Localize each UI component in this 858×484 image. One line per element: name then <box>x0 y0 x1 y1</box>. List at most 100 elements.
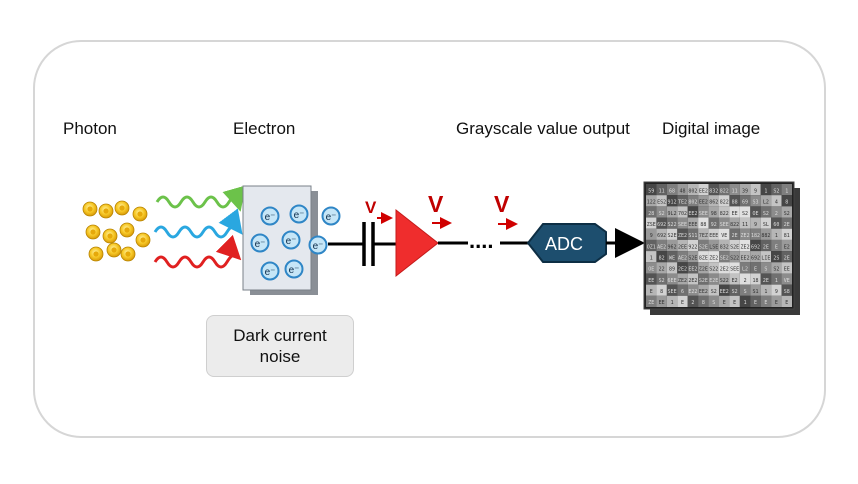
pixel-cell <box>656 195 667 207</box>
pixel-value: S <box>744 289 747 295</box>
electron-label: Electron <box>233 119 296 138</box>
pixel-cell <box>760 184 772 196</box>
pixel-value: 692 <box>751 255 760 261</box>
photon-core <box>93 251 99 257</box>
pixel-value: AE2 <box>657 244 666 250</box>
pixel-cell <box>687 184 699 196</box>
pixel-cell <box>719 251 730 263</box>
pixel-cell <box>646 284 657 296</box>
pixel-cell <box>687 239 699 252</box>
pixel-value: 1 <box>764 289 767 295</box>
pixel-cell <box>698 239 709 252</box>
electron <box>308 235 328 255</box>
electron <box>260 206 280 226</box>
pixel-value: 802 <box>688 200 697 206</box>
electron <box>250 233 270 253</box>
pixel-cell <box>739 273 751 285</box>
pixel-cell <box>698 295 709 307</box>
pixel-value: AE2 <box>678 255 687 261</box>
pixel-value: EE2 <box>741 255 750 261</box>
pixel-value: L2 <box>742 267 748 273</box>
pixel-value: EE2 <box>688 267 697 273</box>
pixel-cell <box>666 217 678 229</box>
pixel-cell <box>646 273 657 285</box>
pixel-cell <box>771 217 782 229</box>
pixel-value: S2 <box>711 289 717 295</box>
pixel-cell <box>666 284 678 296</box>
pixel-cell <box>708 262 719 274</box>
pixel-cell <box>666 228 678 240</box>
pixel-cell <box>771 262 782 274</box>
pixel-value: E <box>775 244 778 250</box>
pixel-value: E <box>754 300 757 306</box>
pixel-cell <box>646 262 657 274</box>
pixel-value: S22 <box>730 255 739 261</box>
pixel-cell <box>739 195 751 207</box>
pixel-value: 2E <box>784 222 790 228</box>
pixel-value: 9 <box>650 233 653 239</box>
pixel-cell <box>719 217 730 229</box>
pixel-value: 2EE <box>678 244 687 250</box>
pixel-cell <box>687 295 699 307</box>
pixel-value: SEE <box>699 211 708 217</box>
pixel-value: 68 <box>669 188 675 194</box>
pixel-value: ZE2 <box>678 233 687 239</box>
pixel-value: OE <box>648 267 654 273</box>
pixel-value: 832 <box>720 244 729 250</box>
pixel-value: S2 <box>773 188 779 194</box>
pixel-value: ES2 <box>657 200 666 206</box>
pixel-value: 88 <box>700 222 706 228</box>
pixel-value: 22 <box>659 267 665 273</box>
pixel-cell <box>739 217 751 229</box>
pixel-cell <box>708 273 719 285</box>
pixel-value: 182 <box>751 233 760 239</box>
pixel-cell <box>739 206 751 218</box>
pixel-cell <box>687 273 699 285</box>
pixel-value: EE2 <box>688 211 697 217</box>
pixel-cell <box>729 284 740 296</box>
photon-label: Photon <box>63 119 117 138</box>
pixel-value: 48 <box>679 188 685 194</box>
pixel-cell <box>739 262 751 274</box>
pixel-cell <box>739 295 751 307</box>
pixel-value: S2 <box>732 289 738 295</box>
pixel-cell <box>646 195 657 207</box>
pixel-value: 9L2 <box>668 211 677 217</box>
pixel-value: 28 <box>648 211 654 217</box>
pixel-value: 922 <box>688 244 697 250</box>
pixel-value: 832 <box>709 188 718 194</box>
pixel-value: 1 <box>775 278 778 284</box>
pixel-value: 1 <box>744 300 747 306</box>
pixel-value: SE2 <box>720 255 729 261</box>
pixel-cell <box>729 239 740 252</box>
electron-symbol: e⁻ <box>326 212 337 223</box>
pixel-value: E <box>733 300 736 306</box>
voltage-mark-2: V <box>428 191 452 229</box>
pixel-cell <box>771 195 782 207</box>
pixel-value: 702 <box>678 211 687 217</box>
pixel-cell <box>719 295 730 307</box>
pixel-cell <box>698 228 709 240</box>
pixel-value: E2E <box>709 278 718 284</box>
pixel-value: ZE2 <box>741 233 750 239</box>
pixel-value: 2E2 <box>678 267 687 273</box>
pixel-value: 9 <box>775 289 778 295</box>
pixel-value: OE <box>752 211 758 217</box>
pixel-value: 2 <box>691 300 694 306</box>
pixel-cell <box>760 206 772 218</box>
photon-core <box>103 208 109 214</box>
pixel-value: 1 <box>775 233 778 239</box>
pixel-value: E <box>764 300 767 306</box>
pixel-value: 962 <box>668 244 677 250</box>
green-light-wave <box>155 185 246 212</box>
pixel-value: 912 <box>668 200 677 206</box>
dark-current-noise-text: Dark current noise <box>233 326 327 366</box>
pixel-cell <box>656 239 667 252</box>
pixel-cell <box>666 262 678 274</box>
pixel-value: 7EZ <box>699 233 708 239</box>
pixel-cell <box>646 228 657 240</box>
pixel-cell <box>677 228 688 240</box>
amplifier-triangle <box>395 208 439 278</box>
pixel-cell <box>719 262 730 274</box>
pixel-value: S22 <box>709 267 718 273</box>
